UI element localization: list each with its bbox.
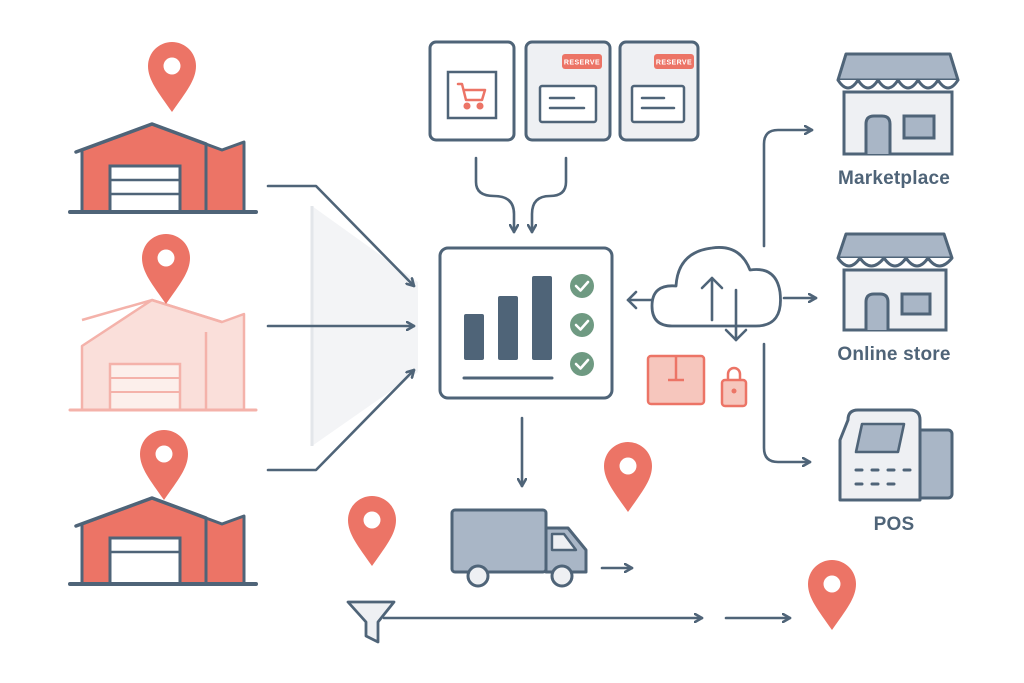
inbound-arrows bbox=[266, 184, 416, 472]
order-card-reserve: RESERVE bbox=[618, 40, 700, 142]
bar-chart-icon bbox=[464, 276, 552, 360]
storefront-icon bbox=[836, 52, 960, 156]
sync-arrow bbox=[626, 290, 656, 310]
shopping-cart-icon bbox=[456, 82, 487, 110]
warehouse-icon bbox=[68, 298, 258, 412]
funnel-icon bbox=[346, 600, 396, 644]
package-icon bbox=[646, 354, 706, 406]
warehouse-icon bbox=[68, 496, 258, 586]
order-card-cart bbox=[428, 40, 516, 142]
warehouse-icon bbox=[68, 122, 258, 214]
reserve-tag: RESERVE bbox=[564, 60, 600, 67]
storefront-icon bbox=[836, 232, 954, 332]
channel-label-marketplace: Marketplace bbox=[837, 168, 951, 189]
order-merge-arrows bbox=[474, 156, 568, 234]
delivery-truck-icon bbox=[450, 508, 588, 588]
order-card-reserve: RESERVE bbox=[524, 40, 612, 142]
location-pin-icon bbox=[140, 430, 188, 500]
channel-arrows bbox=[762, 130, 818, 462]
cloud-sync-icon bbox=[650, 246, 782, 342]
lock-icon bbox=[720, 366, 748, 408]
location-pin-icon bbox=[142, 234, 190, 304]
check-icon bbox=[570, 313, 594, 337]
channel-label-online-store: Online store bbox=[837, 344, 951, 365]
location-pin-icon bbox=[348, 496, 396, 566]
check-icon bbox=[570, 352, 594, 376]
inventory-hub bbox=[438, 246, 614, 400]
check-icon bbox=[570, 274, 594, 298]
location-pin-icon bbox=[148, 42, 196, 112]
location-pin-icon bbox=[808, 560, 856, 630]
pos-terminal-icon bbox=[838, 408, 954, 502]
reserve-tag: RESERVE bbox=[656, 60, 692, 67]
channel-label-pos: POS bbox=[873, 514, 915, 535]
location-pin-icon bbox=[604, 442, 652, 512]
